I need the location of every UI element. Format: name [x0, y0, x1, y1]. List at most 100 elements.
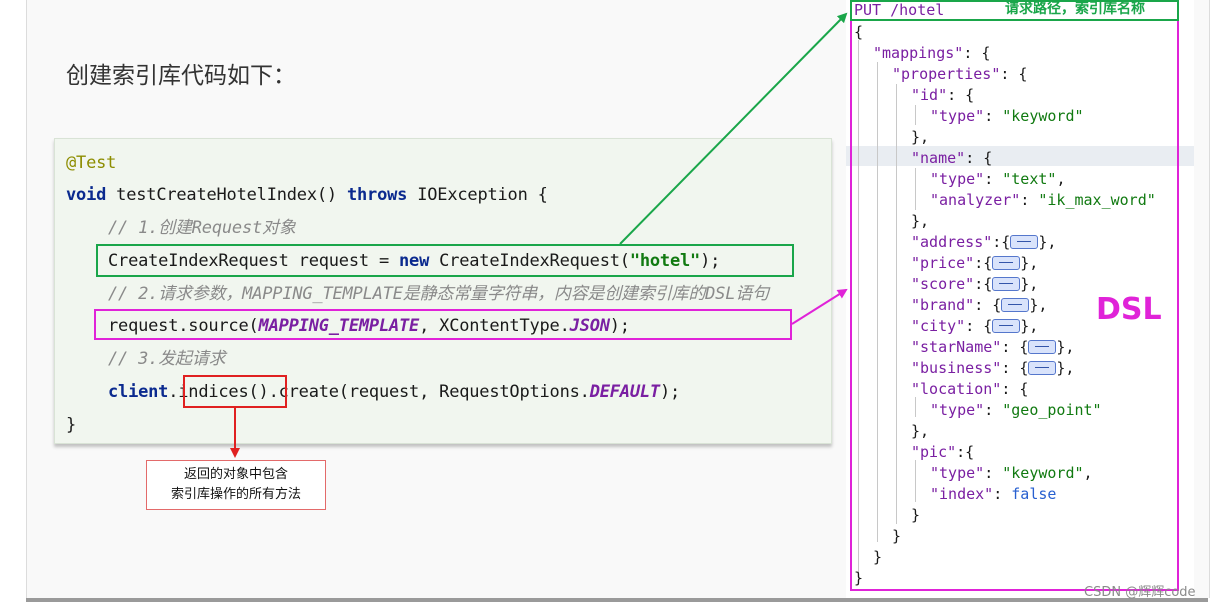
create-request-decl: CreateIndexRequest request = [108, 251, 400, 271]
code-comment-1: // 1.创建Request对象 [108, 218, 296, 238]
dsl-key: "id" [911, 86, 948, 104]
json-constant: JSON [569, 316, 610, 336]
dsl-key: "properties" [892, 65, 1001, 83]
fold-icon[interactable] [1028, 360, 1057, 375]
dsl-line: }, [911, 422, 930, 440]
dsl-line: "score":{}, [911, 275, 1039, 293]
indent-guide [877, 62, 878, 542]
dsl-line: }, [911, 128, 930, 146]
create-call-end: ); [659, 382, 681, 402]
dsl-line: "business": {}, [911, 359, 1075, 377]
source-highlight [94, 309, 792, 340]
code-line-annotation: @Test [66, 152, 116, 174]
dsl-line: "id": { [911, 85, 974, 105]
exception-type: IOException { [407, 185, 548, 205]
dsl-string: "text" [1002, 170, 1057, 188]
fold-icon[interactable] [992, 276, 1021, 291]
dsl-key: "name" [911, 149, 966, 167]
code-comment-3: // 3.发起请求 [108, 349, 226, 369]
dsl-key: "mappings" [873, 44, 964, 62]
dsl-key: "location" [911, 380, 1002, 398]
source-end: ); [609, 316, 630, 336]
code-line-source: request.source(MAPPING_TEMPLATE, XConten… [108, 315, 630, 337]
code-line-create-call: client.indices().create(request, Request… [108, 381, 680, 403]
dsl-line: "type": "text", [930, 170, 1066, 188]
create-request-end: ); [700, 251, 721, 271]
dsl-current-line-highlight [846, 146, 1194, 166]
content-type: , XContentType. [419, 316, 570, 336]
magenta-arrow [791, 288, 848, 325]
dsl-line: "pic":{ [911, 442, 974, 462]
dsl-punct: : { [965, 149, 993, 167]
keyword-void: void [66, 185, 107, 205]
dsl-line: "type": "keyword", [930, 464, 1093, 482]
note-line-2: 索引库操作的所有方法 [170, 487, 301, 502]
dsl-label: DSL [1096, 292, 1162, 327]
dsl-string: "geo_point" [1002, 401, 1102, 419]
dsl-key: "city" [911, 317, 966, 335]
dsl-line: "index": false [930, 485, 1057, 503]
dsl-punct: :{ [956, 443, 975, 461]
dsl-key: "type" [930, 170, 985, 188]
indent-guide [915, 168, 916, 210]
dsl-line: "city": {}, [911, 317, 1039, 335]
request-path: PUT /hotel [854, 1, 945, 19]
dsl-punct: : { [947, 86, 975, 104]
fold-icon[interactable] [1028, 339, 1057, 354]
indent-guide [915, 105, 916, 125]
dsl-boolean: false [1011, 485, 1057, 503]
dsl-line: "name": { [911, 148, 992, 168]
dsl-key: "index" [930, 485, 994, 503]
source-call: request.source( [108, 316, 259, 336]
dsl-key: "score" [911, 275, 975, 293]
dsl-line: "type": "geo_point" [930, 401, 1102, 419]
dsl-line: } [892, 527, 902, 545]
dsl-line: } [911, 506, 921, 524]
dsl-punct: : { [1000, 65, 1028, 83]
indent-guide [915, 397, 916, 417]
default-constant: DEFAULT [589, 382, 660, 402]
dsl-key: "analyzer" [930, 191, 1021, 209]
code-comment-2: // 2.请求参数，MAPPING_TEMPLATE是静态常量字符串，内容是创建… [108, 284, 769, 304]
mapping-template-field: MAPPING_TEMPLATE [258, 316, 420, 336]
green-arrow [619, 12, 848, 245]
dsl-string: "ik_max_word" [1038, 191, 1156, 209]
keyword-new: new [399, 251, 430, 271]
dsl-key: "price" [911, 254, 975, 272]
dsl-line: "properties": { [892, 64, 1027, 84]
dsl-key: "type" [930, 464, 985, 482]
indices-create-call: .indices().create(request, RequestOption… [168, 382, 590, 402]
dsl-line: } [854, 569, 864, 587]
indices-note: 返回的对象中包含 索引库操作的所有方法 [146, 460, 326, 510]
watermark: CSDN @辉辉code [1084, 585, 1196, 600]
code-line-create-request: CreateIndexRequest request = new CreateI… [108, 250, 720, 272]
indent-guide [896, 84, 897, 524]
fold-icon[interactable] [992, 318, 1021, 333]
fold-icon[interactable] [1001, 297, 1030, 312]
fold-icon[interactable] [992, 255, 1021, 270]
note-line-1: 返回的对象中包含 [183, 467, 288, 482]
code-line-method-signature: void testCreateHotelIndex() throws IOExc… [66, 184, 548, 206]
indent-guide [858, 40, 859, 580]
string-hotel: "hotel" [629, 251, 701, 271]
fold-icon[interactable] [1010, 234, 1039, 249]
dsl-key: "starName" [911, 338, 1002, 356]
method-name: testCreateHotelIndex() [106, 185, 347, 205]
dsl-punct: : { [963, 44, 991, 62]
dsl-line: "price":{}, [911, 254, 1039, 272]
slide-shadow [26, 598, 1208, 602]
dsl-line: "location": { [911, 379, 1028, 399]
dsl-key: "address" [911, 233, 993, 251]
create-request-ctor: CreateIndexRequest( [429, 251, 630, 271]
code-line-close: } [66, 415, 77, 435]
dsl-line: "starName": {}, [911, 338, 1075, 356]
dsl-punct: : { [1001, 380, 1029, 398]
keyword-throws: throws [346, 185, 408, 205]
dsl-line: "mappings": { [873, 43, 990, 63]
create-request-highlight [96, 244, 794, 277]
request-path-label: 请求路径，索引库名称 [1005, 1, 1145, 17]
dsl-key: "brand" [911, 296, 975, 314]
client-variable: client [108, 382, 169, 402]
